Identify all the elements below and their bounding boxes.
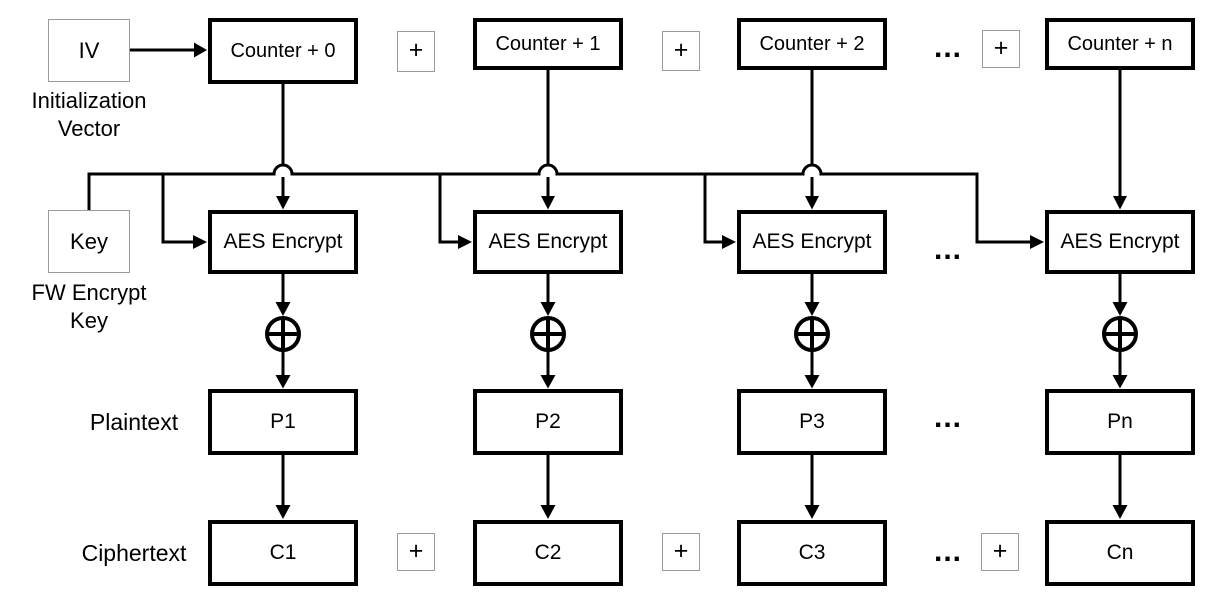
ciphertext-box-2: C2 bbox=[473, 520, 623, 586]
counter-to-aes-arrow-1 bbox=[276, 84, 290, 210]
counter-to-aes-arrow-3 bbox=[805, 70, 819, 210]
plaintext-box-1: P1 bbox=[208, 389, 358, 455]
aes-to-xor-arrow-2 bbox=[540, 274, 556, 316]
key-arrowhead-4 bbox=[1030, 235, 1044, 249]
ellipsis-ciphertext-row: ... bbox=[933, 535, 962, 568]
xor-node-1 bbox=[265, 316, 301, 352]
ciphertext-row-label: Ciphertext bbox=[81, 539, 187, 566]
plaintext-box-4: Pn bbox=[1045, 389, 1195, 455]
counter-box-1: Counter + 0 bbox=[208, 18, 358, 84]
plus-box-bottom-2: + bbox=[662, 533, 700, 571]
counter-to-aes-arrow-4 bbox=[1113, 70, 1127, 210]
aes-encrypt-box-2: AES Encrypt bbox=[473, 210, 623, 274]
key-box: Key bbox=[48, 210, 130, 273]
aes-encrypt-box-1: AES Encrypt bbox=[208, 210, 358, 274]
aes-to-xor-arrow-4 bbox=[1112, 274, 1128, 316]
xor-to-plaintext-arrow-4 bbox=[1112, 350, 1128, 389]
key-caption: FW Encrypt Key bbox=[14, 279, 164, 335]
ellipsis-plaintext-row: ... bbox=[933, 401, 962, 434]
counter-box-4: Counter + n bbox=[1045, 18, 1195, 70]
xor-node-2 bbox=[530, 316, 566, 352]
plus-box-top-2: + bbox=[662, 31, 700, 71]
plaintext-to-ciphertext-arrow-4 bbox=[1112, 455, 1128, 519]
iv-caption: Initialization Vector bbox=[14, 87, 164, 143]
ciphertext-box-4: Cn bbox=[1045, 520, 1195, 586]
plaintext-box-3: P3 bbox=[737, 389, 887, 455]
aes-to-xor-arrow-1 bbox=[275, 274, 291, 316]
plaintext-to-ciphertext-arrow-2 bbox=[540, 455, 556, 519]
aes-encrypt-box-4: AES Encrypt bbox=[1045, 210, 1195, 274]
plaintext-row-label: Plaintext bbox=[89, 408, 179, 435]
plus-box-bottom-1: + bbox=[397, 533, 435, 571]
counter-to-aes-arrow-2 bbox=[541, 70, 555, 210]
xor-to-plaintext-arrow-3 bbox=[804, 350, 820, 389]
xor-node-3 bbox=[794, 316, 830, 352]
key-branch-arrow-2 bbox=[438, 174, 472, 249]
counter-box-3: Counter + 2 bbox=[737, 18, 887, 70]
plaintext-to-ciphertext-arrow-3 bbox=[804, 455, 820, 519]
ciphertext-box-3: C3 bbox=[737, 520, 887, 586]
iv-caption-line2: Vector bbox=[57, 116, 121, 141]
ellipsis-counter-row: ... bbox=[933, 31, 962, 64]
aes-encrypt-box-3: AES Encrypt bbox=[737, 210, 887, 274]
xor-node-4 bbox=[1102, 316, 1138, 352]
iv-caption-line1: Initialization bbox=[31, 88, 147, 113]
plaintext-to-ciphertext-arrow-1 bbox=[275, 455, 291, 519]
xor-to-plaintext-arrow-1 bbox=[275, 350, 291, 389]
counter-box-2: Counter + 1 bbox=[473, 18, 623, 70]
key-caption-line2: Key bbox=[70, 308, 108, 333]
iv-box: IV bbox=[48, 19, 130, 82]
key-branch-arrow-1 bbox=[161, 174, 207, 249]
aes-to-xor-arrow-3 bbox=[804, 274, 820, 316]
plus-box-bottom-3: + bbox=[981, 533, 1019, 571]
key-branch-arrow-3 bbox=[703, 174, 736, 249]
plaintext-box-2: P2 bbox=[473, 389, 623, 455]
iv-to-counter-arrow bbox=[130, 42, 207, 58]
plus-box-top-3: + bbox=[982, 30, 1020, 68]
ellipsis-aes-row: ... bbox=[933, 233, 962, 266]
plus-box-top-1: + bbox=[397, 31, 435, 72]
key-caption-line1: FW Encrypt bbox=[31, 280, 147, 305]
ciphertext-box-1: C1 bbox=[208, 520, 358, 586]
key-bus-line bbox=[87, 163, 1044, 249]
xor-to-plaintext-arrow-2 bbox=[540, 350, 556, 389]
